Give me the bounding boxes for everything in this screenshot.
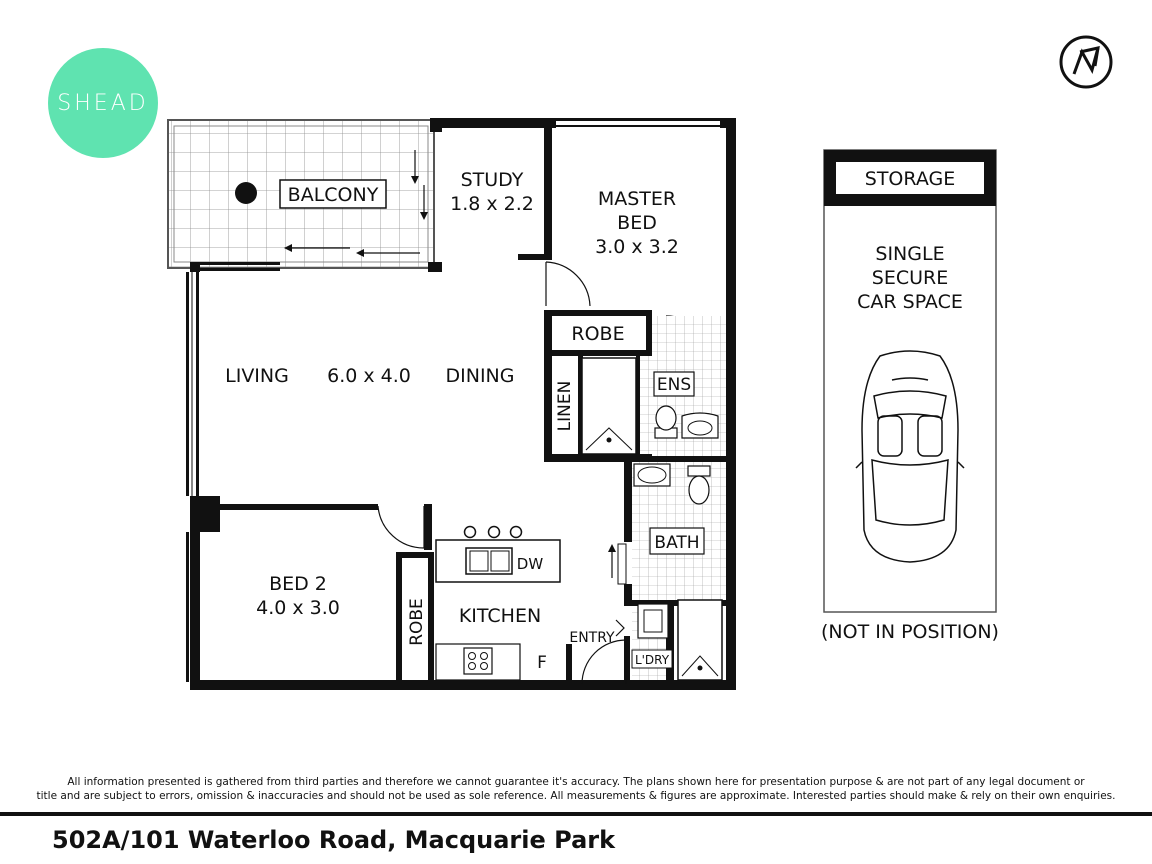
label-laundry: L'DRY xyxy=(635,653,670,667)
label-master: MASTER xyxy=(598,188,676,210)
brand-logo-text: SHEAD xyxy=(57,90,149,116)
ensuite-area: ENS xyxy=(581,316,726,456)
label-living: LIVING xyxy=(225,365,289,387)
disclaimer: All information presented is gathered fr… xyxy=(20,775,1132,803)
stool-icon xyxy=(463,525,477,539)
bath-toilet-icon xyxy=(687,465,711,505)
label-study: STUDY xyxy=(461,169,524,191)
label-car-line1: SINGLE xyxy=(875,243,944,265)
floor-plan: BALCONY xyxy=(167,118,999,690)
label-robe-master: ROBE xyxy=(571,323,624,345)
ensuite-toilet-icon xyxy=(654,405,678,439)
label-storage: STORAGE xyxy=(865,168,955,190)
robes-linen: ROBE LINEN ROBE xyxy=(407,316,646,646)
disclaimer-line: All information presented is gathered fr… xyxy=(67,776,1085,788)
label-ensuite: ENS xyxy=(657,375,691,395)
car-icon xyxy=(855,350,965,563)
label-entry: ENTRY xyxy=(569,630,615,646)
stool-icon xyxy=(509,525,523,539)
property-address: 502A/101 Waterloo Road, Macquarie Park xyxy=(52,826,616,854)
bath-basin-icon xyxy=(633,463,671,487)
label-linen: LINEN xyxy=(555,381,575,432)
label-master-bed: BED xyxy=(617,212,657,234)
footer-divider xyxy=(0,812,1152,816)
label-dishwasher: DW xyxy=(517,555,544,573)
balcony-post-icon xyxy=(235,182,257,204)
label-not-in-position: (NOT IN POSITION) xyxy=(821,621,999,643)
laundry-area: L'DRY xyxy=(631,599,723,681)
car-space: STORAGE SINGLE SECURE CAR SPACE (NOT IN … xyxy=(821,149,999,643)
label-bath: BATH xyxy=(654,533,699,553)
balcony-area: BALCONY xyxy=(167,119,435,269)
label-car-line2: SECURE xyxy=(872,267,948,289)
label-robe-bed2: ROBE xyxy=(407,598,427,646)
north-compass-icon xyxy=(1059,35,1113,89)
kitchen-sink-icon xyxy=(465,547,513,575)
label-master-size: 3.0 x 3.2 xyxy=(595,236,679,258)
ensuite-basin-icon xyxy=(681,412,719,439)
label-balcony: BALCONY xyxy=(288,184,379,206)
kitchen-area: DW KITCHEN F ENTRY xyxy=(435,525,625,681)
brand-logo: SHEAD xyxy=(48,48,158,158)
label-dining: DINING xyxy=(446,365,515,387)
stool-icon xyxy=(487,525,501,539)
cooktop-icon xyxy=(463,647,493,675)
label-car-line3: CAR SPACE xyxy=(857,291,963,313)
label-fridge: F xyxy=(537,653,547,673)
label-living-size: 6.0 x 4.0 xyxy=(327,365,411,387)
disclaimer-line: title and are subject to errors, omissio… xyxy=(36,790,1116,802)
label-study-size: 1.8 x 2.2 xyxy=(450,193,534,215)
label-kitchen: KITCHEN xyxy=(459,605,541,627)
bathroom-area: BATH xyxy=(608,462,726,600)
label-bed2-size: 4.0 x 3.0 xyxy=(256,597,340,619)
entry-arrow-icon xyxy=(615,619,625,637)
room-labels: STUDY 1.8 x 2.2 MASTER BED 3.0 x 3.2 LIV… xyxy=(225,169,679,619)
label-bed2: BED 2 xyxy=(269,573,327,595)
